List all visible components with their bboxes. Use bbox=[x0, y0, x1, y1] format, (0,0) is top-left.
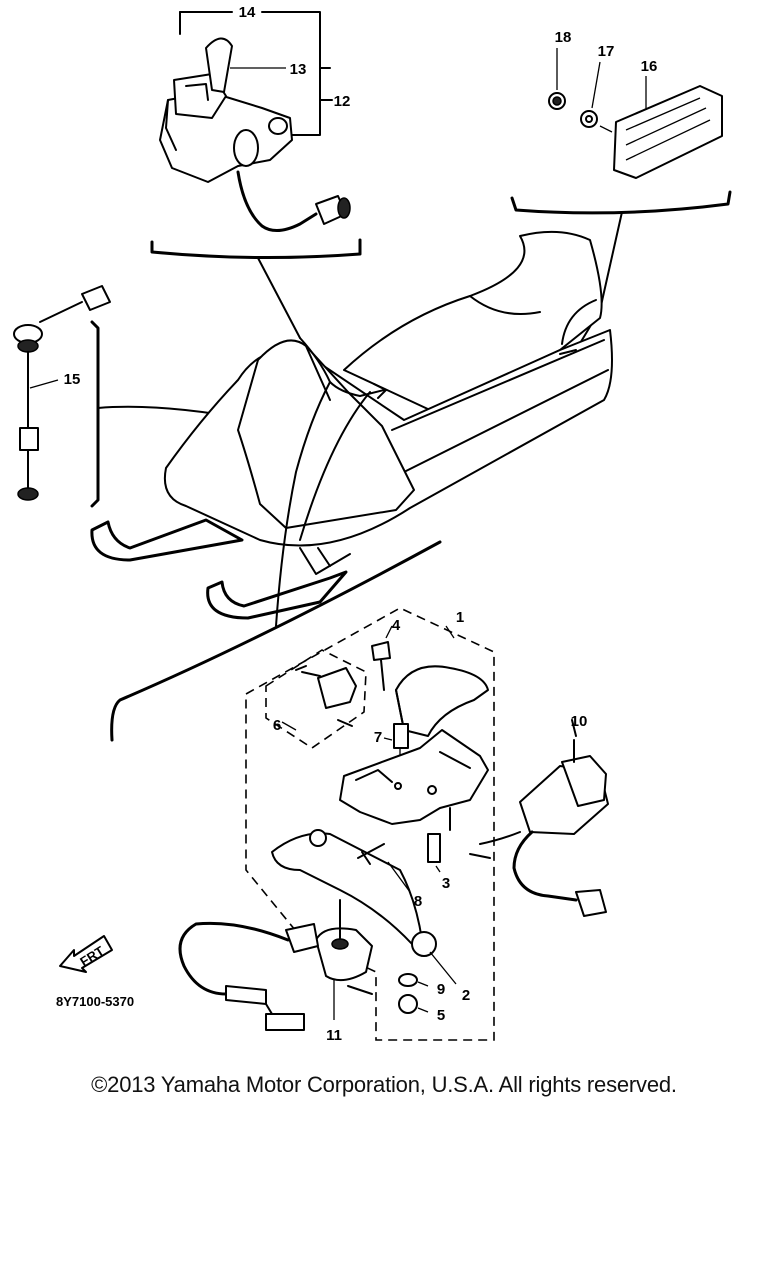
callout-10: 10 bbox=[571, 713, 588, 730]
callout-1: 1 bbox=[456, 609, 464, 626]
callout-2: 2 bbox=[462, 987, 470, 1004]
switch-11-drawing bbox=[178, 899, 373, 1031]
copyright-notice: ©2013 Yamaha Motor Corporation, U.S.A. A… bbox=[91, 1072, 677, 1097]
drawing-code: 8Y7100-5370 bbox=[56, 994, 134, 1009]
switch-assembly-drawing bbox=[150, 11, 362, 339]
callout-8: 8 bbox=[414, 893, 422, 910]
parts-diagram: FRT 14 13 12 18 17 16 15 1 4 6 7 10 3 8 … bbox=[13, 4, 732, 1044]
callout-15: 15 bbox=[64, 371, 81, 388]
callout-11: 11 bbox=[326, 1027, 342, 1044]
front-direction-arrow: FRT bbox=[59, 935, 113, 973]
switch-15-drawing bbox=[13, 285, 285, 508]
callout-9: 9 bbox=[437, 981, 445, 998]
callout-3: 3 bbox=[442, 875, 450, 892]
callout-16: 16 bbox=[641, 58, 658, 75]
callout-5: 5 bbox=[437, 1007, 445, 1024]
callout-18: 18 bbox=[555, 29, 572, 46]
snowmobile-drawing bbox=[90, 230, 613, 742]
callout-17: 17 bbox=[598, 43, 615, 60]
callout-4: 4 bbox=[392, 617, 401, 634]
relay-10-drawing bbox=[469, 719, 609, 917]
lever-assembly-drawing bbox=[245, 607, 495, 1041]
callout-12: 12 bbox=[334, 93, 351, 110]
callout-13: 13 bbox=[290, 61, 307, 78]
callout-6: 6 bbox=[273, 717, 281, 734]
reflector-drawing bbox=[510, 48, 732, 351]
callout-7: 7 bbox=[374, 729, 382, 746]
callout-14: 14 bbox=[239, 4, 256, 21]
